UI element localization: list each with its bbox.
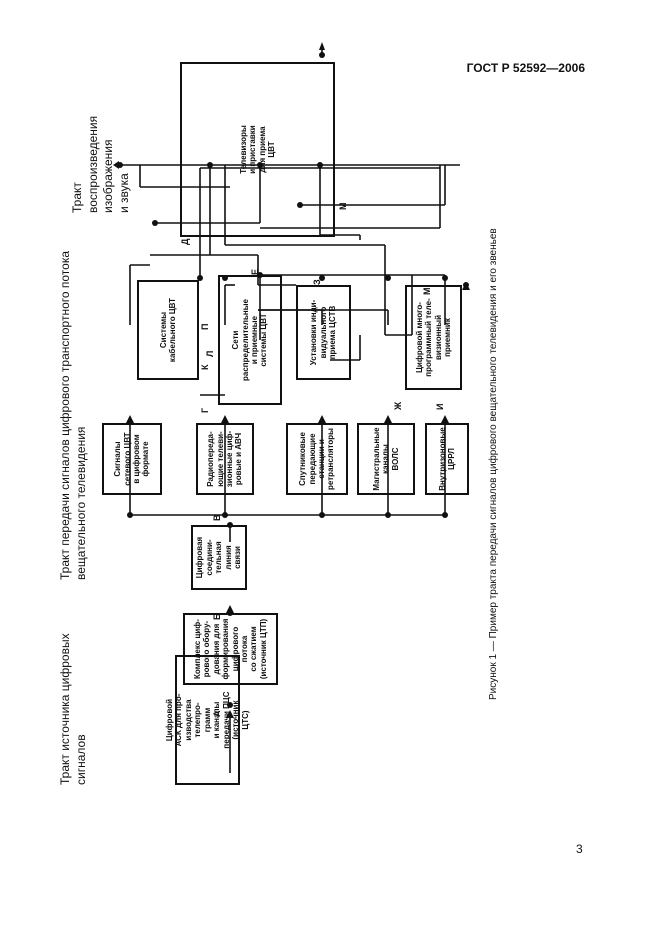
point-d: Д (180, 238, 190, 245)
point-zh: Ж (393, 401, 403, 410)
point-p: П (200, 323, 210, 330)
point-i: И (435, 403, 445, 410)
point-k: К (200, 364, 210, 371)
point-v: В (212, 514, 222, 522)
section-transport-label: Тракт передачи сигналов цифрового трансп… (58, 250, 88, 580)
block-satellite-stations: Спутниковые передающие станции и ретранс… (286, 423, 348, 495)
document-header: ГОСТ Р 52592—2006 (466, 61, 585, 75)
point-l: Л (205, 350, 215, 357)
block-distribution-networks: Сети распределительные и приемные систем… (218, 275, 282, 405)
page-number: 3 (576, 842, 583, 856)
block-relay-signals: Сигналы сетевого ЦВТ в цифровом формате (102, 423, 162, 495)
block-trunk-channels: Магистральные каналы ВОЛС (357, 423, 415, 495)
block-satellite-receivers: Установки инди- видуального приема ЦСТВ (296, 285, 351, 380)
section-source-label: Тракт источника цифровых сигналов (58, 633, 88, 785)
section-playback-label: Тракт воспроизведения изображения и звук… (70, 115, 131, 213)
point-m-tv: М (338, 202, 348, 211)
point-m-receiver: М (422, 287, 432, 296)
point-a: А (212, 710, 222, 718)
block-cable-systems: Системы кабельного ЦВТ (137, 280, 199, 380)
block-digital-line: Цифровая соедини- тельная линия связи (191, 525, 247, 590)
figure-caption: Рисунок 1 — Пример тракта передачи сигна… (488, 228, 499, 700)
block-radio-transmitters: Радиопереда- ющие телеви- зионные циф- р… (196, 423, 254, 495)
block-tv-receivers: Телевизоры и приставки для приема ЦВТ (180, 62, 335, 237)
block-zone-rrl: Внутризоновые ЦРРЛ (425, 423, 469, 495)
block-digital-receiver: Цифровой много- программный теле- визион… (405, 285, 462, 390)
point-g: Г (200, 407, 210, 413)
block-compression-complex: Комплекс циф- рового обору- дования для … (183, 613, 278, 685)
point-e: Е (250, 268, 260, 275)
point-z: З (312, 279, 322, 285)
point-b: Б (212, 613, 222, 620)
